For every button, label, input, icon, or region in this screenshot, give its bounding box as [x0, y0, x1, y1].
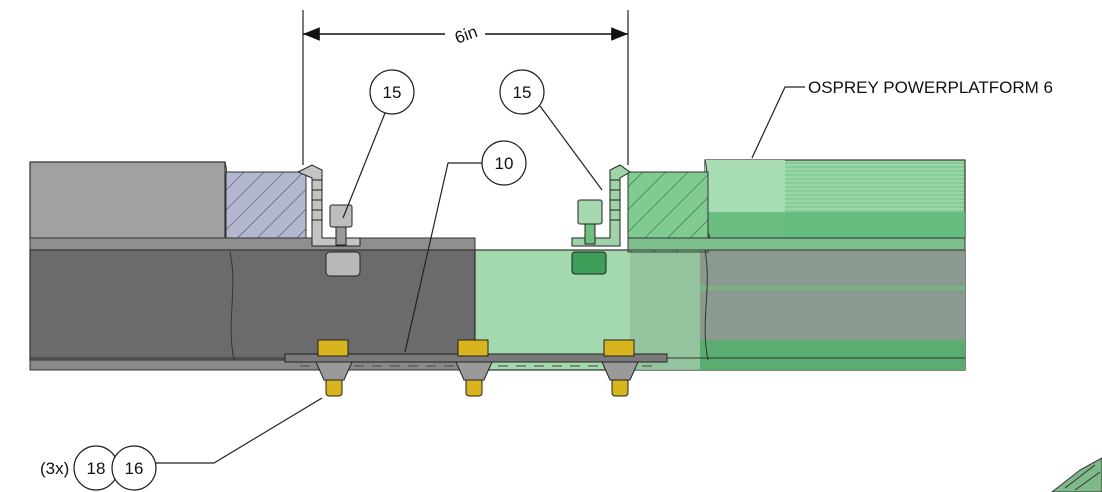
svg-text:10: 10: [495, 154, 514, 173]
balloon-18: 18: [73, 445, 119, 491]
bolt-left: [315, 339, 353, 397]
leader-osprey: [751, 86, 805, 159]
right-rail: [474, 159, 966, 371]
bolt-right: [601, 339, 639, 397]
leader-bolts: [156, 397, 323, 464]
bolt-center: [455, 339, 493, 397]
balloon-right-15: 15: [499, 69, 545, 115]
left-rail: [29, 161, 476, 371]
leader-10: [404, 162, 482, 353]
right-clamp: [571, 164, 631, 275]
model-label: OSPREY POWERPLATFORM 6: [808, 78, 1053, 97]
svg-text:16: 16: [125, 459, 144, 478]
balloon-16: 16: [111, 445, 157, 491]
dimension-label: 6in: [452, 22, 480, 48]
svg-text:15: 15: [383, 83, 402, 102]
quantity-label: (3x): [40, 459, 69, 478]
balloon-left-15: 15: [369, 69, 415, 115]
partial-component: [1051, 457, 1102, 492]
leader-left-15: [342, 112, 386, 219]
balloon-10: 10: [481, 140, 527, 186]
leader-right-15: [539, 105, 603, 191]
svg-text:18: 18: [87, 459, 106, 478]
left-clamp: [296, 164, 361, 277]
dimension-6in: 6in: [302, 10, 629, 165]
svg-text:15: 15: [513, 83, 532, 102]
